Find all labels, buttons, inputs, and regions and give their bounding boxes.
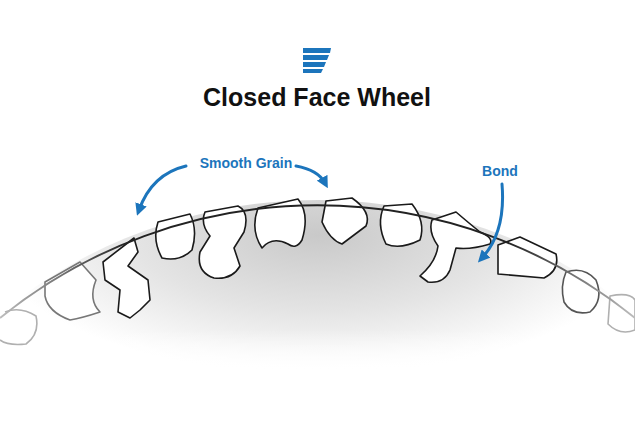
wheel-rim [0,205,635,318]
callout-label: Smooth Grain [200,155,293,171]
diagram-title: Closed Face Wheel [203,83,431,112]
wheel-body [0,190,635,424]
abrasive-grains [0,198,635,345]
callout-arrows [139,166,503,258]
logo-icon [303,48,331,73]
callout-label: Bond [482,163,518,179]
